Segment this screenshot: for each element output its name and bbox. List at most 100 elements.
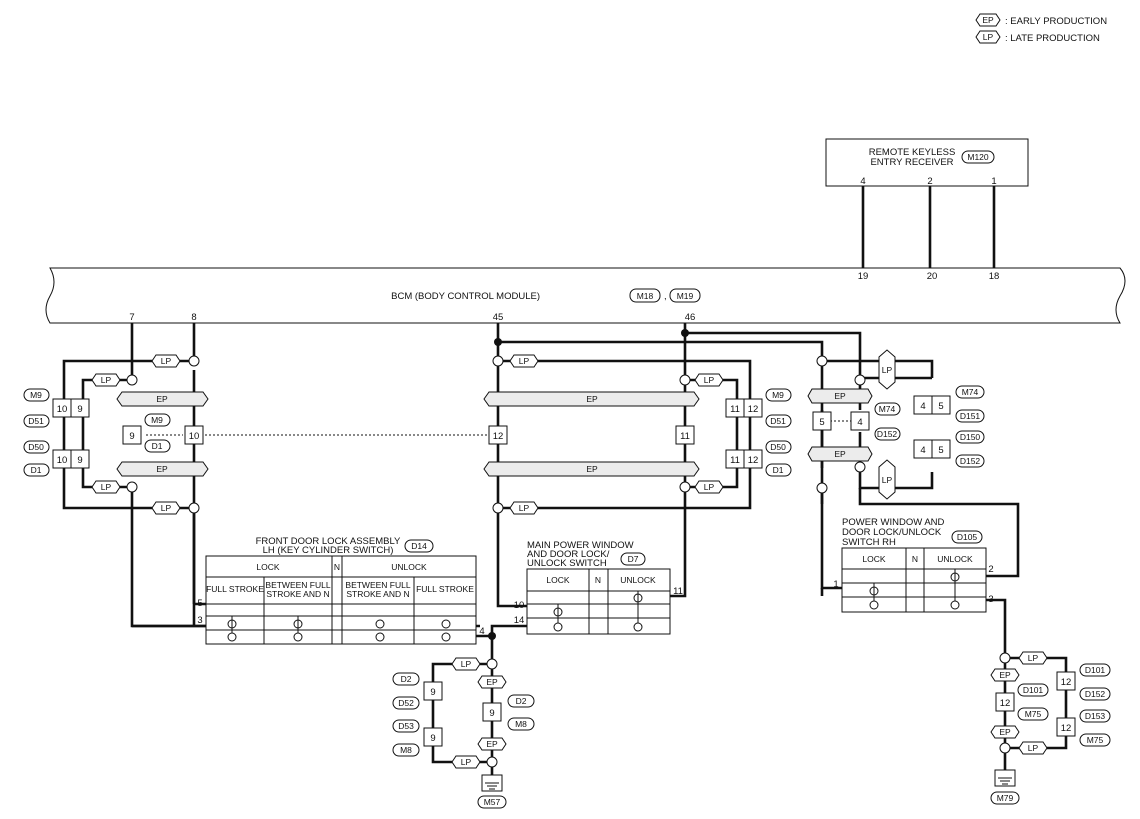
receiver-ref: M120 — [967, 152, 989, 162]
right-pin-5b: 5 — [938, 445, 943, 456]
center-lp-tag-4: LP — [519, 503, 530, 513]
center-lp-tag-3: LP — [704, 482, 715, 492]
left-ref-d50: D50 — [28, 442, 44, 452]
ground-right-pin-12a: 12 — [1061, 677, 1072, 688]
left-ref-d1: D1 — [31, 465, 42, 475]
receiver-pin-4: 4 — [860, 176, 865, 187]
right-ref-m74: M74 — [962, 387, 979, 397]
rh-switch-ref: D105 — [957, 532, 978, 542]
right-lp-tag-1: LP — [882, 365, 893, 375]
main-power-window-switch: MAIN POWER WINDOW AND DOOR LOCK/ UNLOCK … — [476, 540, 683, 640]
ground-left-lp-tag-1: LP — [461, 659, 472, 669]
front-door-title-1: FRONT DOOR LOCK ASSEMBLY — [256, 536, 401, 547]
ground-right-ref-d101: D101 — [1085, 665, 1106, 675]
front-door-n: N — [334, 562, 340, 572]
rh-switch-unlock: UNLOCK — [937, 554, 973, 564]
left-ep-tag-1: EP — [156, 394, 168, 404]
ground-right-mid-ref-d101: D101 — [1023, 685, 1044, 695]
front-door-col-full-stroke-1: FULL STROKE — [206, 584, 264, 594]
center-lp-tag-1: LP — [519, 356, 530, 366]
right-lp-tag-2: LP — [882, 475, 893, 485]
ground-right-ref-m75: M75 — [1087, 735, 1104, 745]
receiver-wires — [861, 186, 996, 268]
left-pin-9b: 9 — [77, 455, 82, 466]
main-switch-pin-11: 11 — [673, 586, 683, 597]
bcm-pin-46: 46 — [685, 312, 696, 323]
ground-left-mid-ref-d2: D2 — [516, 696, 527, 706]
center-ref-m9: M9 — [772, 390, 784, 400]
main-switch-ref: D7 — [628, 554, 639, 564]
bcm-pin-20: 20 — [927, 271, 938, 282]
legend-lp-label: : LATE PRODUCTION — [1005, 33, 1100, 44]
receiver-pin-2: 2 — [927, 176, 932, 187]
rh-switch-title-3: SWITCH RH — [842, 537, 896, 548]
main-switch-pin-10: 10 — [514, 600, 525, 611]
left-pin-10a: 10 — [57, 404, 68, 415]
center-pin-12: 12 — [493, 431, 504, 442]
right-ep-tag-1: EP — [834, 391, 846, 401]
bcm-module: BCM (BODY CONTROL MODULE) M18 , M19 19 2… — [45, 267, 1126, 324]
center-right-pin-11a: 11 — [730, 404, 740, 415]
ground-right-lp-tag-1: LP — [1028, 653, 1039, 663]
front-door-col-between-1a: BETWEEN FULL — [265, 580, 330, 590]
center-harness: 12 11 11 12 11 12 M9 D51 D50 D1 EP EP LP… — [483, 323, 862, 608]
ground-right-ep-tag-1: EP — [999, 670, 1011, 680]
front-door-pin-4: 4 — [479, 626, 484, 637]
ground-left-ref-d53: D53 — [398, 721, 414, 731]
main-switch-pin-14: 14 — [514, 615, 525, 626]
bcm-pin-45: 45 — [493, 312, 504, 323]
left-harness: 10 9 10 9 M9 D51 D50 D1 9 M9 D1 10 EP EP… — [23, 323, 488, 628]
front-door-lock-assembly: FRONT DOOR LOCK ASSEMBLY LH (KEY CYLINDE… — [197, 536, 485, 645]
right-ep-tag-2: EP — [834, 449, 846, 459]
ground-left-ref-m57: M57 — [484, 797, 501, 807]
bcm-pin-8: 8 — [191, 312, 196, 323]
center-ep-tag-1: EP — [586, 394, 598, 404]
right-ref-d152b: D152 — [960, 456, 981, 466]
left-lp-tag-2: LP — [101, 375, 112, 385]
center-ref-d1: D1 — [773, 465, 784, 475]
bcm-pin-7: 7 — [129, 312, 134, 323]
center-ref-d50: D50 — [770, 442, 786, 452]
ground-left-ref-d52: D52 — [398, 698, 414, 708]
center-ref-d51: D51 — [770, 416, 786, 426]
rh-switch-lock: LOCK — [862, 554, 885, 564]
ground-left-ep-tag-2: EP — [486, 739, 498, 749]
ground-left-harness: 9 9 9 D2 D52 D53 M8 D2 M8 LP LP EP EP M5… — [392, 636, 535, 809]
center-lp-tag-2: LP — [704, 375, 715, 385]
bcm-ref-2: M19 — [677, 291, 694, 301]
front-door-ref: D14 — [411, 541, 427, 551]
center-pin-11: 11 — [680, 431, 690, 442]
front-door-col-between-1b: STROKE AND N — [266, 589, 329, 599]
ground-left-ref-m8: M8 — [400, 745, 412, 755]
ground-left-pin-9b: 9 — [430, 733, 435, 744]
bcm-ref-sep: , — [664, 291, 667, 302]
legend-ep-tag: EP — [982, 15, 994, 25]
bcm-ref-1: M18 — [637, 291, 654, 301]
rh-switch-pin-2: 2 — [988, 564, 993, 575]
right-mid-ref-d152: D152 — [877, 429, 898, 439]
center-ep-tag-2: EP — [586, 464, 598, 474]
center-right-pin-11b: 11 — [730, 455, 740, 466]
remote-keyless-receiver: REMOTE KEYLESS ENTRY RECEIVER M120 4 2 1 — [825, 138, 1029, 187]
right-mid-pin-4: 4 — [857, 417, 862, 428]
main-switch-n: N — [595, 575, 601, 585]
ground-right-ref-d152: D152 — [1085, 689, 1106, 699]
front-door-unlock: UNLOCK — [391, 562, 427, 572]
ground-right-lp-tag-2: LP — [1028, 743, 1039, 753]
ground-left-ref-d2: D2 — [401, 674, 412, 684]
center-right-pin-12b: 12 — [748, 455, 759, 466]
main-switch-title-2: AND DOOR LOCK/ — [527, 549, 610, 560]
main-switch-unlock: UNLOCK — [620, 575, 656, 585]
right-ref-d150: D150 — [960, 432, 981, 442]
ground-right-ref-m79: M79 — [997, 793, 1014, 803]
right-mid-ref-m74: M74 — [879, 404, 896, 414]
left-ref-d51: D51 — [28, 416, 44, 426]
right-pin-4a: 4 — [920, 401, 925, 412]
ground-left-ep-tag-1: EP — [486, 677, 498, 687]
rh-switch-title-2: DOOR LOCK/UNLOCK — [842, 527, 942, 538]
right-ref-d151: D151 — [960, 411, 981, 421]
left-ref-m9: M9 — [30, 390, 42, 400]
front-door-pin-3: 3 — [197, 615, 202, 626]
ground-left-pin-9a: 9 — [430, 687, 435, 698]
right-pin-4b: 4 — [920, 445, 925, 456]
